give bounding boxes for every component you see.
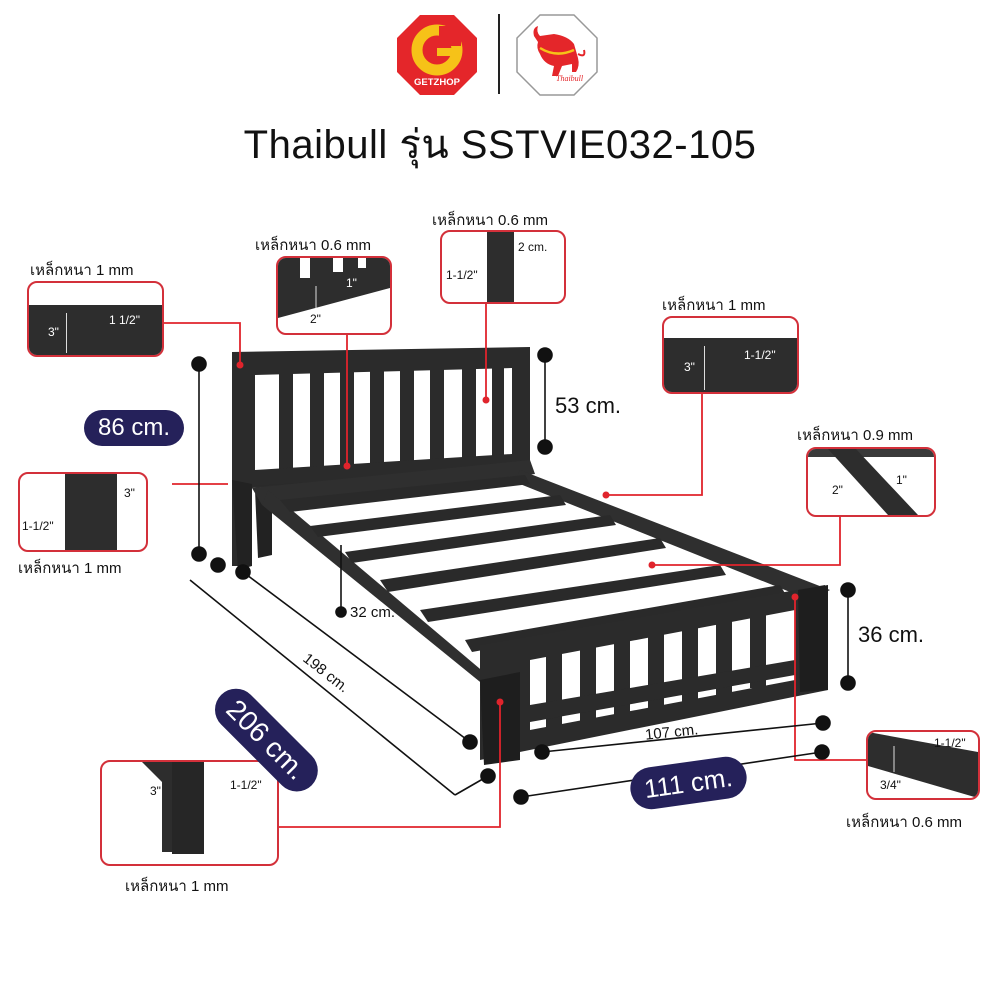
getzhop-text: GETZHOP	[414, 77, 460, 88]
thaibull-text: Thaibull	[556, 74, 584, 83]
dim-label: 2"	[310, 312, 321, 326]
callout-thickness-label: เหล็กหนา 1 mm	[125, 878, 229, 895]
callout-thickness-label: เหล็กหนา 0.6 mm	[432, 212, 549, 229]
callout-leg: 3" 1-1/2"	[100, 760, 279, 866]
dim-label: 1-1/2"	[22, 519, 54, 533]
dim-label: 1"	[896, 473, 907, 487]
callout-headboard-slat: 2 cm. 1-1/2"	[440, 230, 566, 304]
callout-headboard-top-frame: 3" 1 1/2"	[27, 281, 164, 357]
footboard-height-label: 36 cm.	[858, 622, 925, 647]
callout-thickness-label: เหล็กหนา 1 mm	[18, 560, 122, 577]
thaibull-logo: Thaibull	[516, 14, 598, 96]
dim-label: 3/4"	[880, 778, 901, 792]
callout-headboard-post: 3" 1-1/2"	[18, 472, 148, 552]
page-title: Thaibull รุ่น SSTVIE032-105	[243, 123, 757, 167]
dim-label: 1-1/2"	[446, 268, 478, 282]
dim-label: 1-1/2"	[230, 778, 262, 792]
getzhop-octagon-icon	[397, 15, 477, 95]
callout-side-rail: 3" 1-1/2"	[662, 316, 799, 394]
callout-cross-slat: 2" 1"	[806, 447, 936, 517]
dim-label: 2 cm.	[518, 240, 548, 254]
dim-label: 2"	[832, 483, 843, 497]
dim-label: 3"	[48, 325, 59, 339]
dim-label: 3"	[684, 360, 695, 374]
total-height-pill: 86 cm.	[84, 410, 185, 446]
logo-divider	[498, 14, 500, 94]
headboard-height-label: 53 cm.	[555, 393, 622, 418]
dim-label: 1-1/2"	[934, 736, 966, 750]
callout-footboard-rail: 1-1/2" 3/4"	[866, 730, 980, 800]
dim-label: 1 1/2"	[109, 313, 140, 327]
callout-thickness-label: เหล็กหนา 0.6 mm	[255, 237, 372, 254]
callout-headboard-bottom-rail: 1" 2"	[276, 256, 392, 335]
callout-thickness-label: เหล็กหนา 1 mm	[30, 262, 134, 279]
clearance-label: 32 cm.	[350, 604, 396, 621]
dim-label: 3"	[124, 486, 135, 500]
getzhop-logo: GETZHOP	[396, 14, 478, 96]
callout-thickness-label: เหล็กหนา 0.6 mm	[846, 814, 963, 831]
dim-label: 1-1/2"	[744, 348, 776, 362]
dim-label: 1"	[346, 276, 357, 290]
bull-icon	[516, 14, 598, 96]
callout-thickness-label: เหล็กหนา 0.9 mm	[797, 427, 914, 444]
dim-label: 3"	[150, 784, 161, 798]
callout-thickness-label: เหล็กหนา 1 mm	[662, 297, 766, 314]
